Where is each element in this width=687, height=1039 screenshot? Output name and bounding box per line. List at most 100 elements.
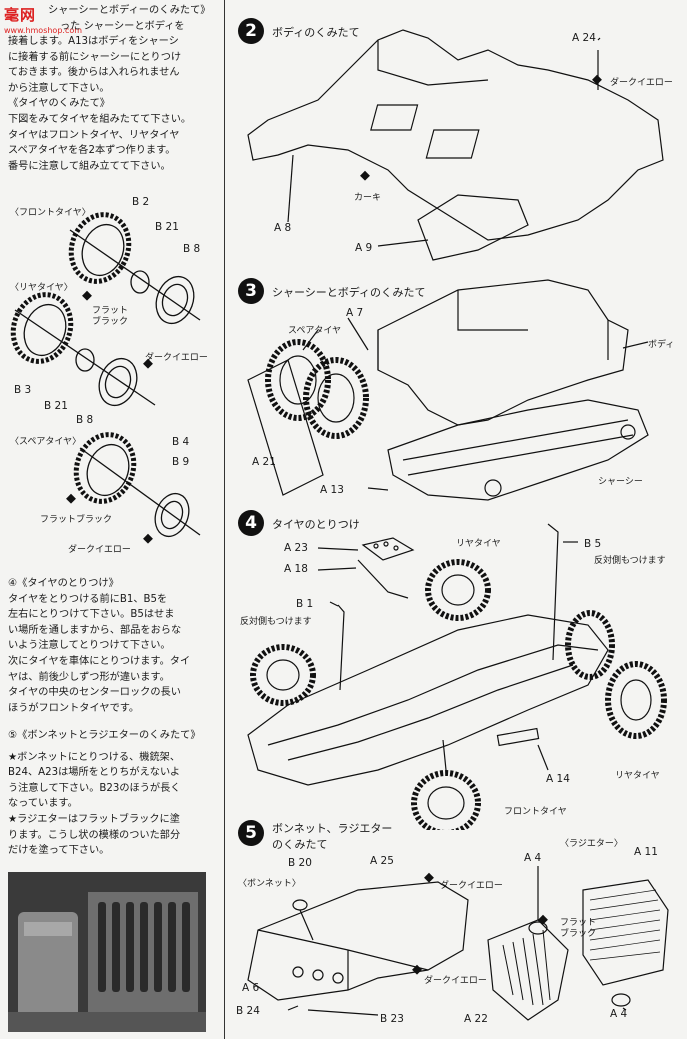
photo-illustration xyxy=(8,872,206,1032)
step2-number: 2 xyxy=(238,18,264,44)
step4-line: 次にタイヤを車体にとりつけます。タイ xyxy=(8,655,191,667)
step4-text: ④《タイヤのとりつけ》 タイヤをとりつける前にB1、B5を 左右にとりつけて下さ… xyxy=(8,576,190,716)
label-a18: A 18 xyxy=(284,563,308,575)
step4-heading: ④《タイヤのとりつけ》 xyxy=(8,578,119,589)
label-a24: A 24 xyxy=(572,32,596,44)
label-b23: B 23 xyxy=(380,1013,404,1025)
label-body: ボディ xyxy=(648,340,675,350)
column-divider xyxy=(224,0,225,1039)
intro-line: った シャーシーとボディを xyxy=(60,20,185,32)
label-b5: B 5 xyxy=(584,538,602,550)
step4-line: いよう注意してとりつけて下さい。 xyxy=(8,640,171,652)
label-a23: A 23 xyxy=(284,542,308,554)
tire-line: 番号に注意して組み立てて下さい。 xyxy=(8,160,171,172)
step5-text: ⑤《ボンネットとラジエターのくみたて》 ★ボンネットにとりつける、機銃架、 B2… xyxy=(8,728,201,859)
reference-photo xyxy=(8,872,206,1032)
label-a4: A 4 xyxy=(524,852,542,864)
right-column: 2 ボディのくみたて A 24 ダークイエロー カーキ A 8 A 9 3 シャ… xyxy=(228,0,687,1039)
step5-illustration xyxy=(247,866,669,1021)
intro-line: ておきます。後からは入れられません xyxy=(8,67,180,79)
step3-illustration xyxy=(247,279,649,501)
step3-number: 3 xyxy=(238,278,264,304)
part-b4: B 4 xyxy=(172,436,190,448)
note-opposite-side: 反対側もつけます xyxy=(594,556,666,566)
step5-line: なっています。 xyxy=(8,798,78,810)
label-rear-tire: リヤタイヤ xyxy=(615,771,660,781)
tire-line: スペアタイヤを各2本ずつ作ります。 xyxy=(8,145,176,157)
step4-line: ヤは、前後少しずつ形が違います。 xyxy=(8,671,170,683)
label-spare-tire: スペアタイヤ xyxy=(288,326,342,336)
intro-text: シャーシーとボディーのくみたて》 った シャーシーとボディを xyxy=(48,3,211,34)
part-b9: B 9 xyxy=(172,456,190,468)
step2-illustration xyxy=(247,29,664,261)
step4-line: タイヤをとりつける前にB1、B5を xyxy=(8,593,168,605)
paint-flat-black: フラット ブラック xyxy=(92,306,129,327)
label-rear-tire: リヤタイヤ xyxy=(456,539,501,549)
part-b3: B 3 xyxy=(14,384,32,396)
label-a13: A 13 xyxy=(320,484,344,496)
step2-title: ボディのくみたて xyxy=(272,26,360,39)
label-a11: A 11 xyxy=(634,846,658,858)
label-a9: A 9 xyxy=(355,242,373,254)
step4-line: ほうがフロントタイヤです。 xyxy=(8,702,140,714)
step4-title: タイヤのとりつけ xyxy=(272,518,360,531)
step5-line: ★ボンネットにとりつける、機銃架、 xyxy=(8,751,181,763)
note-opposite-side: 反対側もつけます xyxy=(240,617,312,627)
intro-line: シャーシーとボディーのくみたて》 xyxy=(48,5,211,16)
step5-line: う注意して下さい。B23のほうが長く xyxy=(8,782,181,794)
label-a7: A 7 xyxy=(346,307,364,319)
part-b8-rear: B 8 xyxy=(76,414,94,426)
label-bonnet: 〈ボンネット〉 xyxy=(238,879,301,889)
watermark-logo: 毫网 xyxy=(4,6,37,24)
step5-line: ります。こうし状の模様のついた部分 xyxy=(8,829,181,841)
paint-dark-yellow: ダークイエロー xyxy=(145,353,208,363)
step5-title-line2: のくみたて xyxy=(272,838,328,851)
paint-dark-yellow: ダークイエロー xyxy=(440,881,503,891)
paint-flat-black: フラット ブラック xyxy=(560,918,597,939)
step5-line: だけを塗って下さい。 xyxy=(8,845,110,857)
label-a22: A 22 xyxy=(464,1013,488,1025)
label-a8: A 8 xyxy=(274,222,292,234)
label-b1: B 1 xyxy=(296,598,314,610)
part-b8-front: B 8 xyxy=(183,243,201,255)
label-a4-bottom: A 4 xyxy=(610,1008,628,1020)
label-a14: A 14 xyxy=(546,773,570,785)
label-radiator: 〈ラジエター〉 xyxy=(560,839,623,849)
paint-khaki: カーキ xyxy=(354,193,382,203)
part-b21-front: B 21 xyxy=(155,221,179,233)
tire-diagram-illustration xyxy=(10,212,201,544)
label-b20: B 20 xyxy=(288,857,312,869)
label-chassis: シャーシー xyxy=(598,477,643,487)
paint-dark-yellow: ダークイエロー xyxy=(424,976,487,986)
left-column: 毫网 www.hmoshop.com シャーシーとボディーのくみたて》 った シ… xyxy=(0,0,222,1039)
step5-line: ★ラジエターはフラットブラックに塗 xyxy=(8,813,180,825)
label-front-tire: フロントタイヤ xyxy=(504,807,567,817)
front-tire-label: 〈フロントタイヤ〉 xyxy=(10,208,91,218)
step5-title-line1: ボンネット、ラジエター xyxy=(272,822,393,835)
part-b21-rear: B 21 xyxy=(44,400,68,412)
paint-dark-yellow: ダークイエロー xyxy=(610,78,673,88)
step4-line: タイヤの中央のセンターロックの長い xyxy=(8,687,181,699)
step4-line: 左右にとりつけて下さい。B5はせま xyxy=(8,609,175,621)
intro-line: に接着する前にシャーシーにとりつけ xyxy=(8,51,182,63)
step5-number: 5 xyxy=(238,820,264,846)
step5-heading: ⑤《ボンネットとラジエターのくみたて》 xyxy=(8,730,201,741)
spare-tire-label: 〈スペアタイヤ〉 xyxy=(10,437,82,447)
tire-line: 下図をみてタイヤを組みたてて下さい。 xyxy=(8,113,192,125)
label-b24: B 24 xyxy=(236,1005,260,1017)
step4-line: い場所を通しますから、部品をおらな xyxy=(8,624,182,636)
paint-flat-black: フラットブラック xyxy=(40,515,113,525)
label-a25: A 25 xyxy=(370,855,394,867)
rear-tire-label: 〈リヤタイヤ〉 xyxy=(10,283,73,293)
intro-line: 接着します。A13はボディをシャーシ xyxy=(8,36,179,47)
watermark-url: www.hmoshop.com xyxy=(4,26,83,35)
part-b2: B 2 xyxy=(132,196,150,208)
tire-line: タイヤはフロントタイヤ、リヤタイヤ xyxy=(8,129,180,141)
paint-dark-yellow: ダークイエロー xyxy=(68,545,131,555)
step3-title: シャーシーとボディのくみたて xyxy=(272,286,426,299)
step4-illustration xyxy=(247,523,667,830)
label-a21: A 21 xyxy=(252,456,276,468)
tire-heading: 《タイヤのくみたて》 xyxy=(8,98,110,110)
step5-line: B24、A23は場所をとりちがえないよ xyxy=(8,767,181,779)
intro-line: から注意して下さい。 xyxy=(8,82,110,94)
